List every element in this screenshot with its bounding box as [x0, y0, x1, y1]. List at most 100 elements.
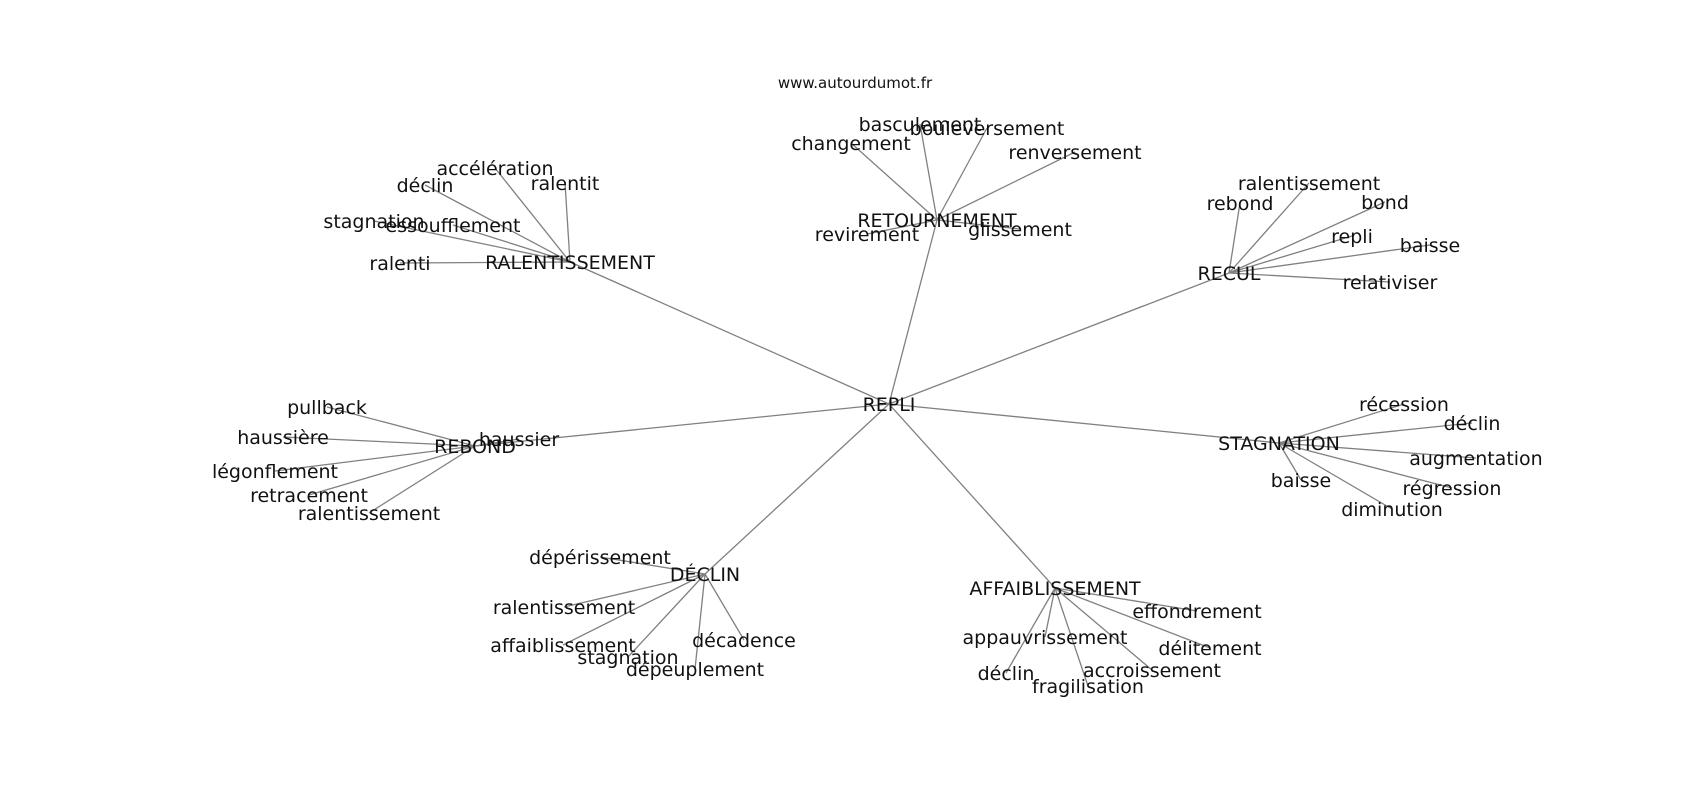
- center-node-label: REPLI: [863, 394, 916, 416]
- edge-hub-leaf: [1228, 182, 1310, 274]
- leaf-node-label: ralenti: [369, 253, 430, 275]
- edge-hub-leaf: [563, 573, 706, 608]
- edge-hub-leaf: [1228, 235, 1353, 274]
- leaf-node-label: haussier: [479, 429, 559, 451]
- edge-hub-leaf: [1228, 272, 1391, 283]
- edge-hub-leaf: [866, 219, 938, 235]
- edge-hub-leaf: [452, 224, 571, 263]
- leaf-node-label: haussière: [237, 427, 329, 449]
- edge-hub-leaf: [424, 184, 571, 263]
- edge-hub-leaf: [850, 142, 938, 221]
- edge-hub-leaf: [274, 445, 476, 472]
- edge-hub-leaf: [564, 182, 571, 263]
- edge-hub-leaf: [1278, 422, 1473, 444]
- leaf-node-label: ralentissement: [298, 503, 440, 525]
- edge-hub-leaf: [694, 573, 706, 670]
- hub-node-label: AFFAIBLISSEMENT: [969, 578, 1141, 600]
- leaf-node-label: délitement: [1158, 638, 1261, 660]
- edge-hub-leaf: [1044, 587, 1056, 638]
- edge-hub-leaf: [936, 219, 1021, 230]
- leaf-node-label: augmentation: [1409, 448, 1542, 470]
- leaf-node-label: régression: [1403, 478, 1502, 500]
- edge-center-hub: [888, 272, 1230, 405]
- leaf-node-label: effondrement: [1132, 601, 1261, 623]
- leaf-node-label: décadence: [692, 630, 796, 652]
- edge-hub-leaf: [1005, 587, 1056, 674]
- leaf-node-label: stagnation: [577, 647, 678, 669]
- leaf-node-label: revirement: [815, 224, 919, 246]
- edge-hub-leaf: [1228, 201, 1386, 274]
- edge-center-hub: [888, 219, 938, 405]
- edge-hub-leaf: [599, 556, 706, 575]
- edge-hub-leaf: [1278, 442, 1302, 481]
- edge-hub-leaf: [1228, 244, 1431, 274]
- edge-hub-leaf: [936, 127, 988, 221]
- edge-hub-leaf: [1054, 587, 1153, 671]
- leaf-node-label: récession: [1359, 394, 1449, 416]
- graph-edges: [274, 123, 1477, 687]
- edge-hub-leaf: [1278, 442, 1477, 459]
- edge-hub-leaf: [1054, 587, 1211, 649]
- edge-hub-leaf: [1278, 403, 1405, 444]
- leaf-node-label: dépeuplement: [626, 659, 764, 681]
- leaf-node-label: bond: [1361, 192, 1409, 214]
- leaf-node-label: changement: [791, 133, 911, 155]
- edge-hub-leaf: [474, 438, 520, 447]
- edge-hub-leaf: [919, 123, 938, 221]
- leaf-node-label: diminution: [1341, 499, 1443, 521]
- edge-hub-leaf: [494, 167, 571, 263]
- edge-hub-leaf: [1278, 442, 1393, 510]
- leaf-node-label: baisse: [1271, 470, 1331, 492]
- edge-hub-leaf: [308, 445, 476, 496]
- leaf-node-label: essoufflement: [386, 215, 521, 237]
- leaf-node-label: pullback: [287, 397, 367, 419]
- hub-node-label: REBOND: [434, 436, 516, 458]
- edge-hub-leaf: [1278, 442, 1453, 489]
- edge-hub-leaf: [326, 406, 476, 447]
- edge-center-hub: [474, 403, 890, 447]
- leaf-node-label: appauvrissement: [963, 627, 1128, 649]
- edge-center-hub: [704, 403, 890, 575]
- leaf-node-label: repli: [1331, 226, 1373, 248]
- leaf-node-label: rebond: [1207, 193, 1274, 215]
- leaf-node-label: accélération: [436, 158, 553, 180]
- leaf-node-label: glissement: [968, 219, 1072, 241]
- leaf-node-label: affaiblissement: [490, 635, 635, 657]
- edge-center-hub: [888, 403, 1056, 589]
- leaf-node-label: baisse: [1400, 235, 1460, 257]
- hub-node-label: RECUL: [1198, 263, 1261, 285]
- leaf-node-label: fragilisation: [1032, 676, 1144, 698]
- leaf-node-label: stagnation: [323, 211, 424, 233]
- edge-center-hub: [888, 403, 1280, 444]
- leaf-node-label: relativiser: [1343, 272, 1438, 294]
- leaf-node-label: dépérissement: [529, 547, 671, 569]
- leaf-node-label: déclin: [978, 663, 1035, 685]
- leaf-node-label: déclin: [1444, 413, 1501, 435]
- leaf-node-label: renversement: [1008, 142, 1141, 164]
- edge-hub-leaf: [399, 261, 571, 264]
- leaf-node-label: retracement: [250, 485, 368, 507]
- edge-hub-leaf: [373, 220, 571, 263]
- edge-hub-leaf: [1054, 587, 1089, 687]
- hub-node-label: STAGNATION: [1218, 433, 1340, 455]
- edge-hub-leaf: [368, 445, 476, 514]
- leaf-node-label: ralentissement: [1238, 173, 1380, 195]
- edge-hub-leaf: [282, 436, 476, 447]
- leaf-node-label: basculement: [859, 114, 982, 136]
- leaf-node-label: légonflement: [212, 461, 338, 483]
- hub-node-label: RETOURNEMENT: [857, 210, 1017, 232]
- hub-node-label: RALENTISSEMENT: [485, 252, 655, 274]
- leaf-node-label: déclin: [397, 175, 454, 197]
- edge-hub-leaf: [627, 573, 706, 658]
- leaf-node-label: accroissement: [1083, 660, 1221, 682]
- edge-center-hub: [569, 261, 890, 405]
- edge-hub-leaf: [1228, 202, 1241, 274]
- leaf-node-label: bouleversement: [910, 118, 1065, 140]
- edge-hub-leaf: [562, 573, 706, 646]
- edge-hub-leaf: [704, 573, 745, 641]
- edge-hub-leaf: [1054, 587, 1198, 612]
- leaf-node-label: ralentissement: [493, 597, 635, 619]
- leaf-node-label: ralentit: [531, 173, 600, 195]
